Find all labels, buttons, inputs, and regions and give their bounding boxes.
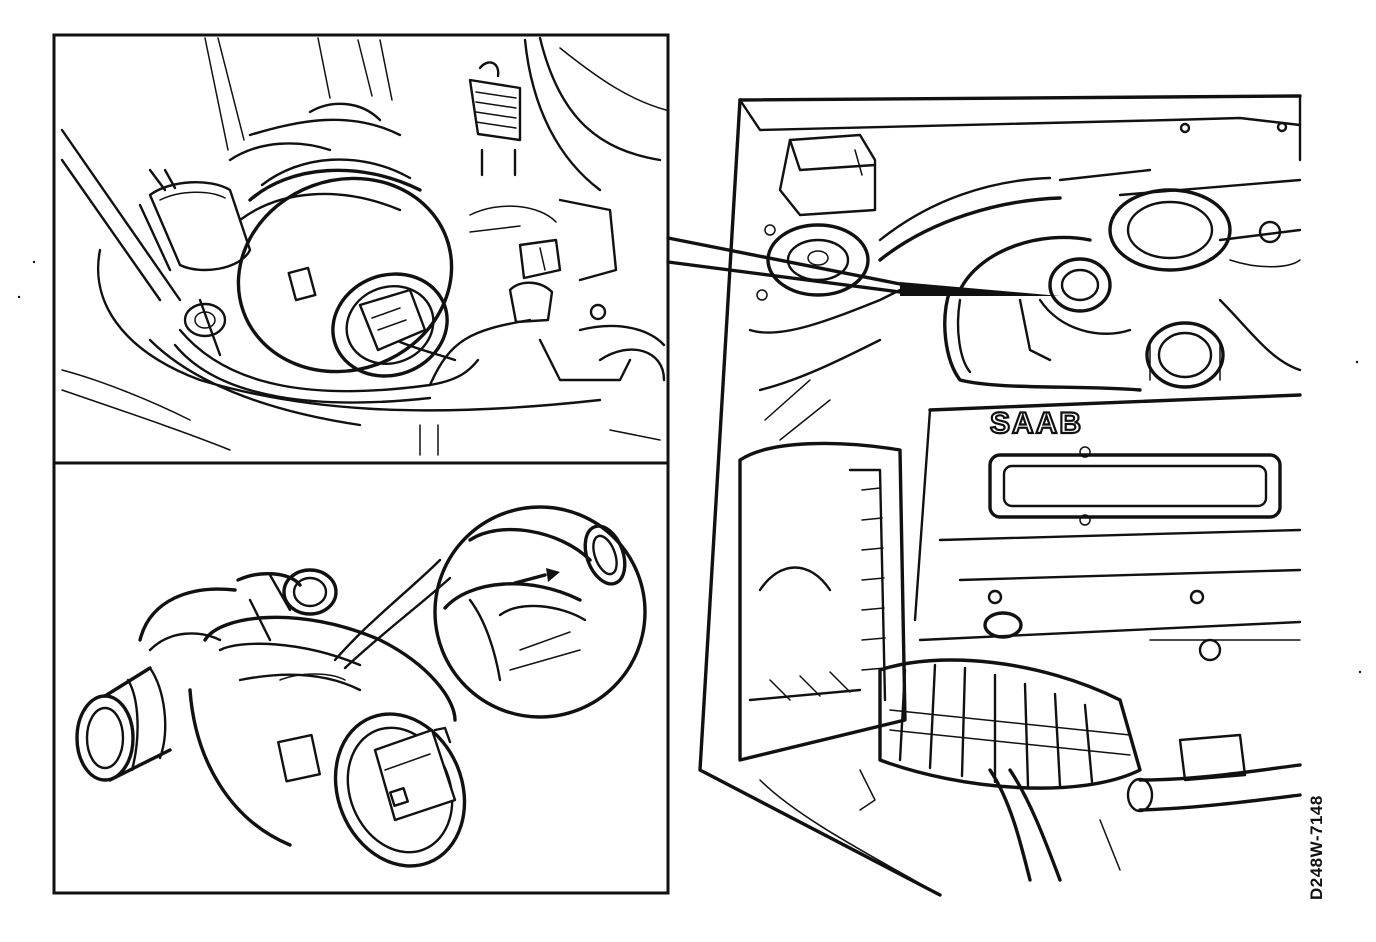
drawing-code: D248W-7148 xyxy=(1307,795,1326,900)
engine-bay-overview-icon: SAAB xyxy=(698,94,1302,897)
idle-air-valve-component-icon xyxy=(75,558,467,868)
oil-filler-cap-icon xyxy=(1145,321,1225,389)
inset-bottom-frame xyxy=(52,461,670,895)
inset-top-frame xyxy=(52,33,670,465)
flow-arrow-magnifier-icon xyxy=(433,505,647,719)
inlet-pipe-icon xyxy=(138,168,252,272)
callout-leader-line-icon xyxy=(666,236,1060,296)
air-filter-box-icon xyxy=(738,441,907,762)
mount-nut-icon xyxy=(183,298,227,357)
valve-location-icon xyxy=(958,235,1132,362)
strut-tower-icon xyxy=(756,223,870,301)
intake-bellows-icon xyxy=(878,658,1142,790)
engine-badge: SAAB xyxy=(989,406,1083,441)
hose-clamp-icon xyxy=(468,61,522,177)
cam-cover-icon xyxy=(913,393,1302,642)
reservoir-icon xyxy=(778,133,877,217)
valve-cover-top-icon xyxy=(1108,178,1302,272)
inset-frames xyxy=(52,33,670,895)
valve-body-icon xyxy=(236,158,457,378)
idle-air-valve-installed-detail-icon xyxy=(60,36,667,456)
engine-badge-text: SAAB xyxy=(990,407,1083,440)
